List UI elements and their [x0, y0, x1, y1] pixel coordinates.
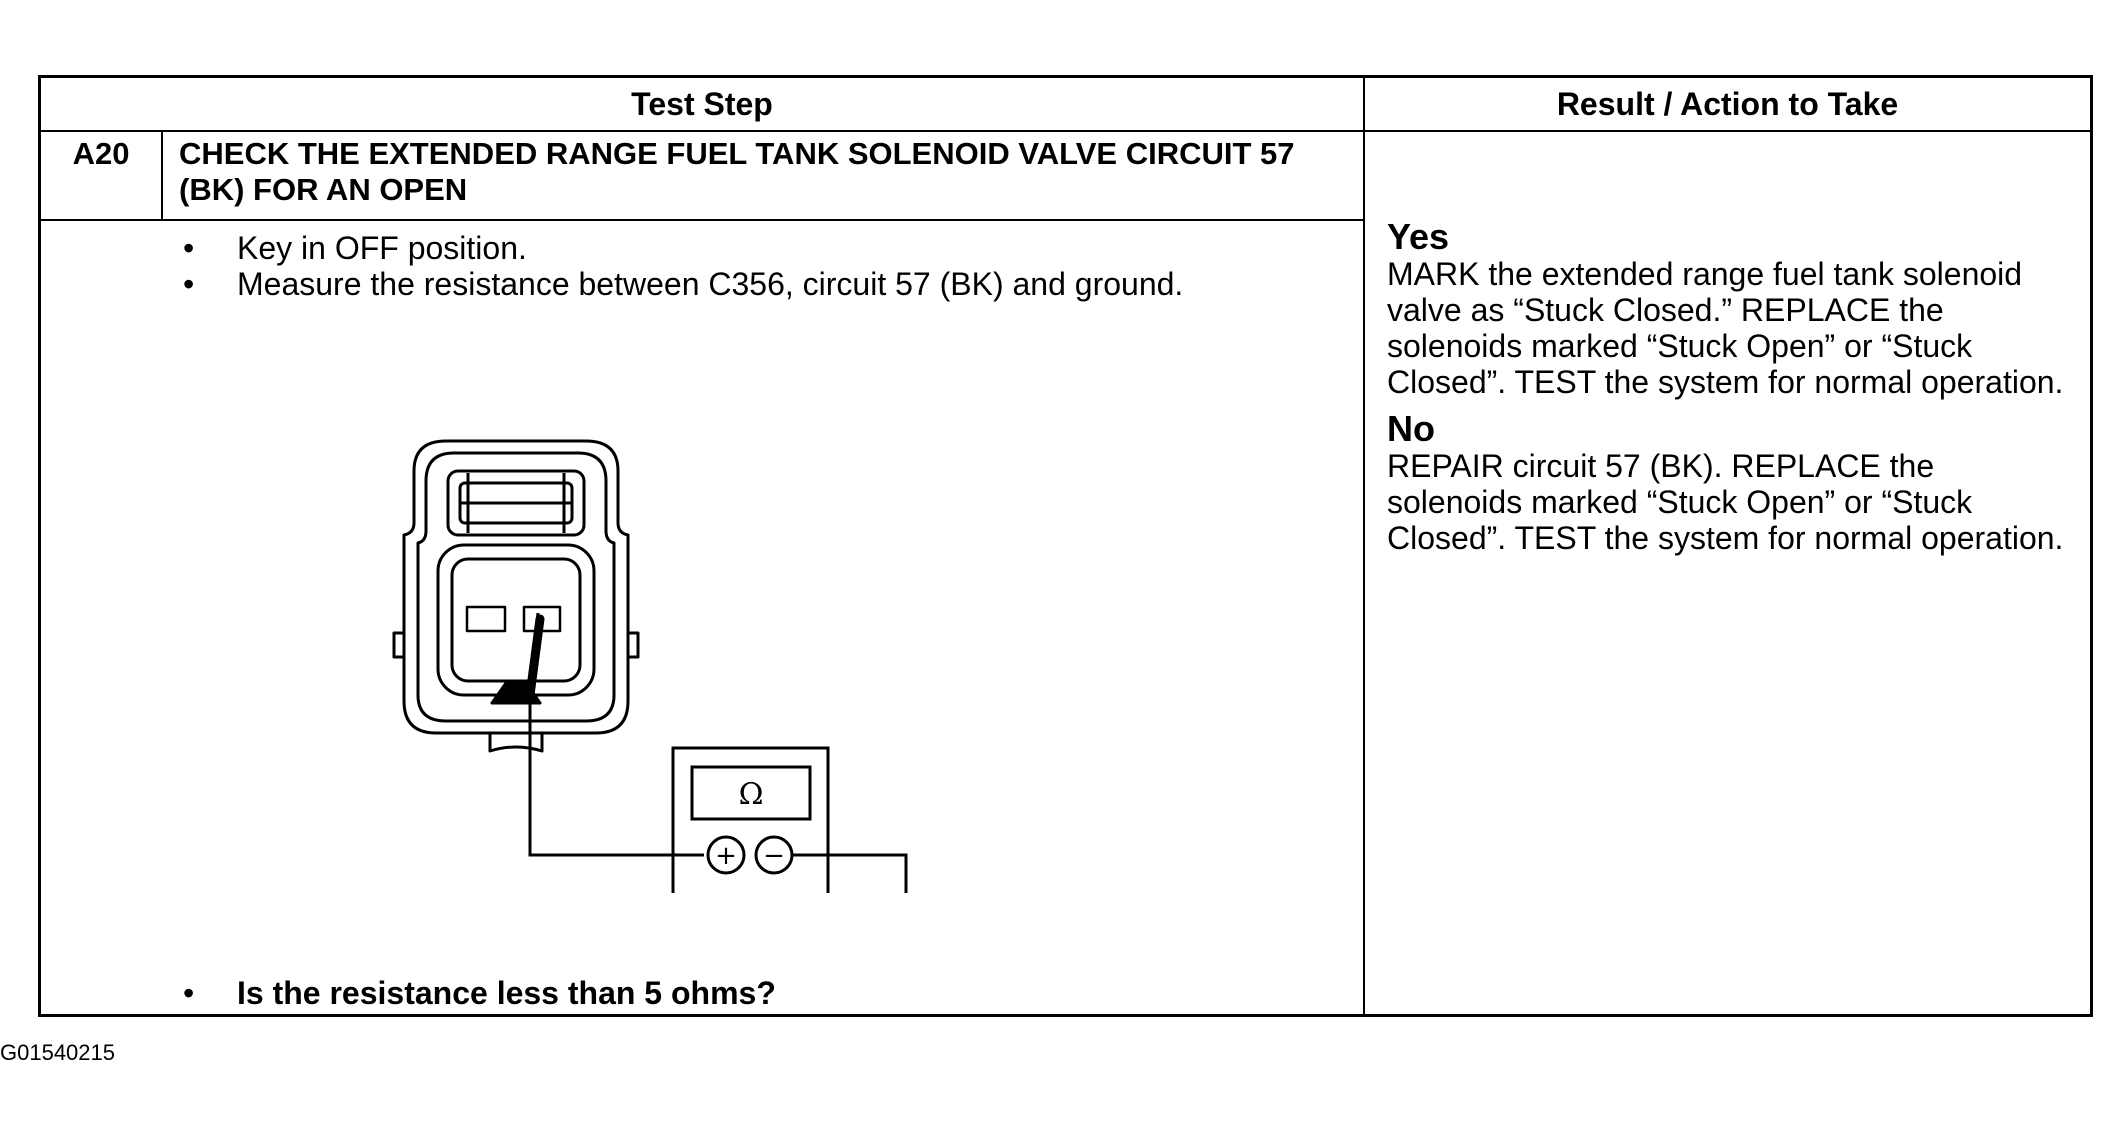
figure-id: G01540215	[0, 1040, 115, 1065]
result-no-label: No	[1387, 408, 1435, 449]
measurement-diagram: Ω + −	[392, 439, 908, 893]
connector-c356-icon	[392, 439, 640, 753]
header-rule	[41, 130, 2090, 132]
ohmmeter-icon: Ω + −	[671, 746, 830, 893]
result-action-panel: Yes MARK the extended range fuel tank so…	[1387, 216, 2077, 557]
header-result-action: Result / Action to Take	[1556, 86, 1899, 122]
header-test-step: Test Step	[631, 86, 773, 122]
step-title-rule	[41, 219, 1363, 221]
ground-symbol-icon	[792, 853, 908, 893]
meter-display-symbol: Ω	[739, 777, 764, 812]
step-instructions: Key in OFF position. Measure the resista…	[179, 230, 1329, 302]
result-yes-text: MARK the extended range fuel tank soleno…	[1387, 256, 2064, 400]
test-step-table: Test Step Result / Action to Take A20 CH…	[38, 75, 2093, 1017]
step-title: CHECK THE EXTENDED RANGE FUEL TANK SOLEN…	[179, 136, 1295, 207]
result-no-text: REPAIR circuit 57 (BK). REPLACE the sole…	[1387, 448, 2064, 556]
plus-terminal-symbol: +	[715, 841, 737, 871]
minus-terminal-symbol: −	[763, 841, 785, 871]
instruction-item: Measure the resistance between C356, cir…	[179, 266, 1329, 302]
test-question: Is the resistance less than 5 ohms?	[179, 975, 1329, 1011]
probe-lead	[525, 612, 704, 857]
column-divider	[1363, 78, 1365, 1014]
instruction-item: Key in OFF position.	[179, 230, 1329, 266]
step-number: A20	[72, 136, 130, 171]
step-number-divider	[161, 130, 163, 219]
result-yes-label: Yes	[1387, 216, 1450, 257]
